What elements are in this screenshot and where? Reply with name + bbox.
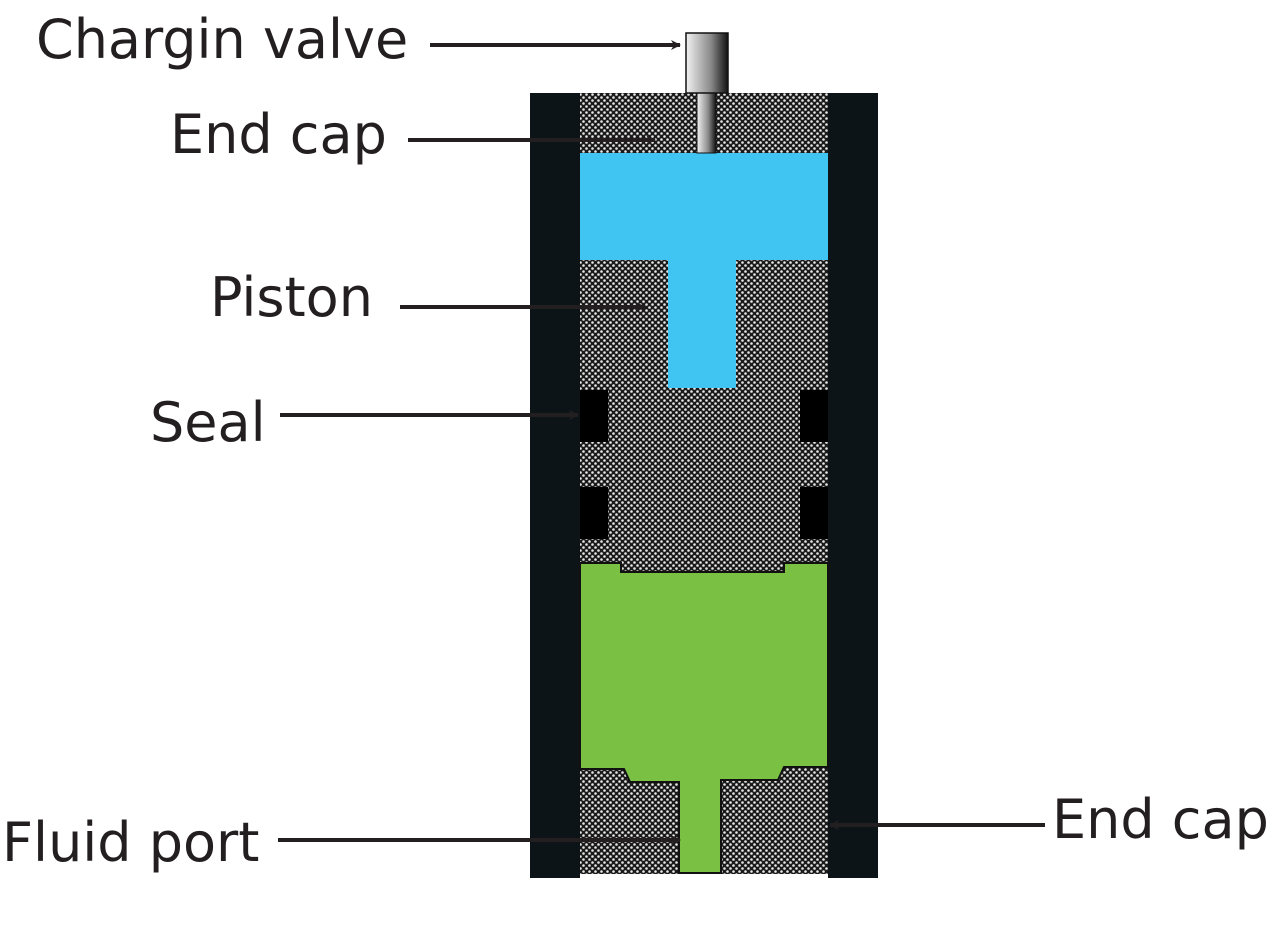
label-end-cap-top: End cap	[170, 103, 387, 166]
label-piston: Piston	[210, 266, 373, 329]
gas-chamber	[580, 153, 828, 388]
charging-valve-stem	[696, 92, 717, 154]
seal-left-upper	[580, 390, 608, 442]
label-fluid-port: Fluid port	[2, 811, 259, 874]
fluid-chamber	[579, 562, 829, 874]
cylinder-wall-left	[530, 93, 580, 878]
label-charging-valve: Chargin valve	[36, 8, 408, 71]
seal-right-lower	[800, 487, 828, 539]
seal-left-lower	[580, 487, 608, 539]
label-seal: Seal	[150, 391, 266, 454]
cylinder-wall-right	[828, 93, 878, 878]
label-end-cap-bottom: End cap	[1052, 788, 1269, 851]
charging-valve-cap	[685, 32, 729, 94]
seal-right-upper	[800, 390, 828, 442]
